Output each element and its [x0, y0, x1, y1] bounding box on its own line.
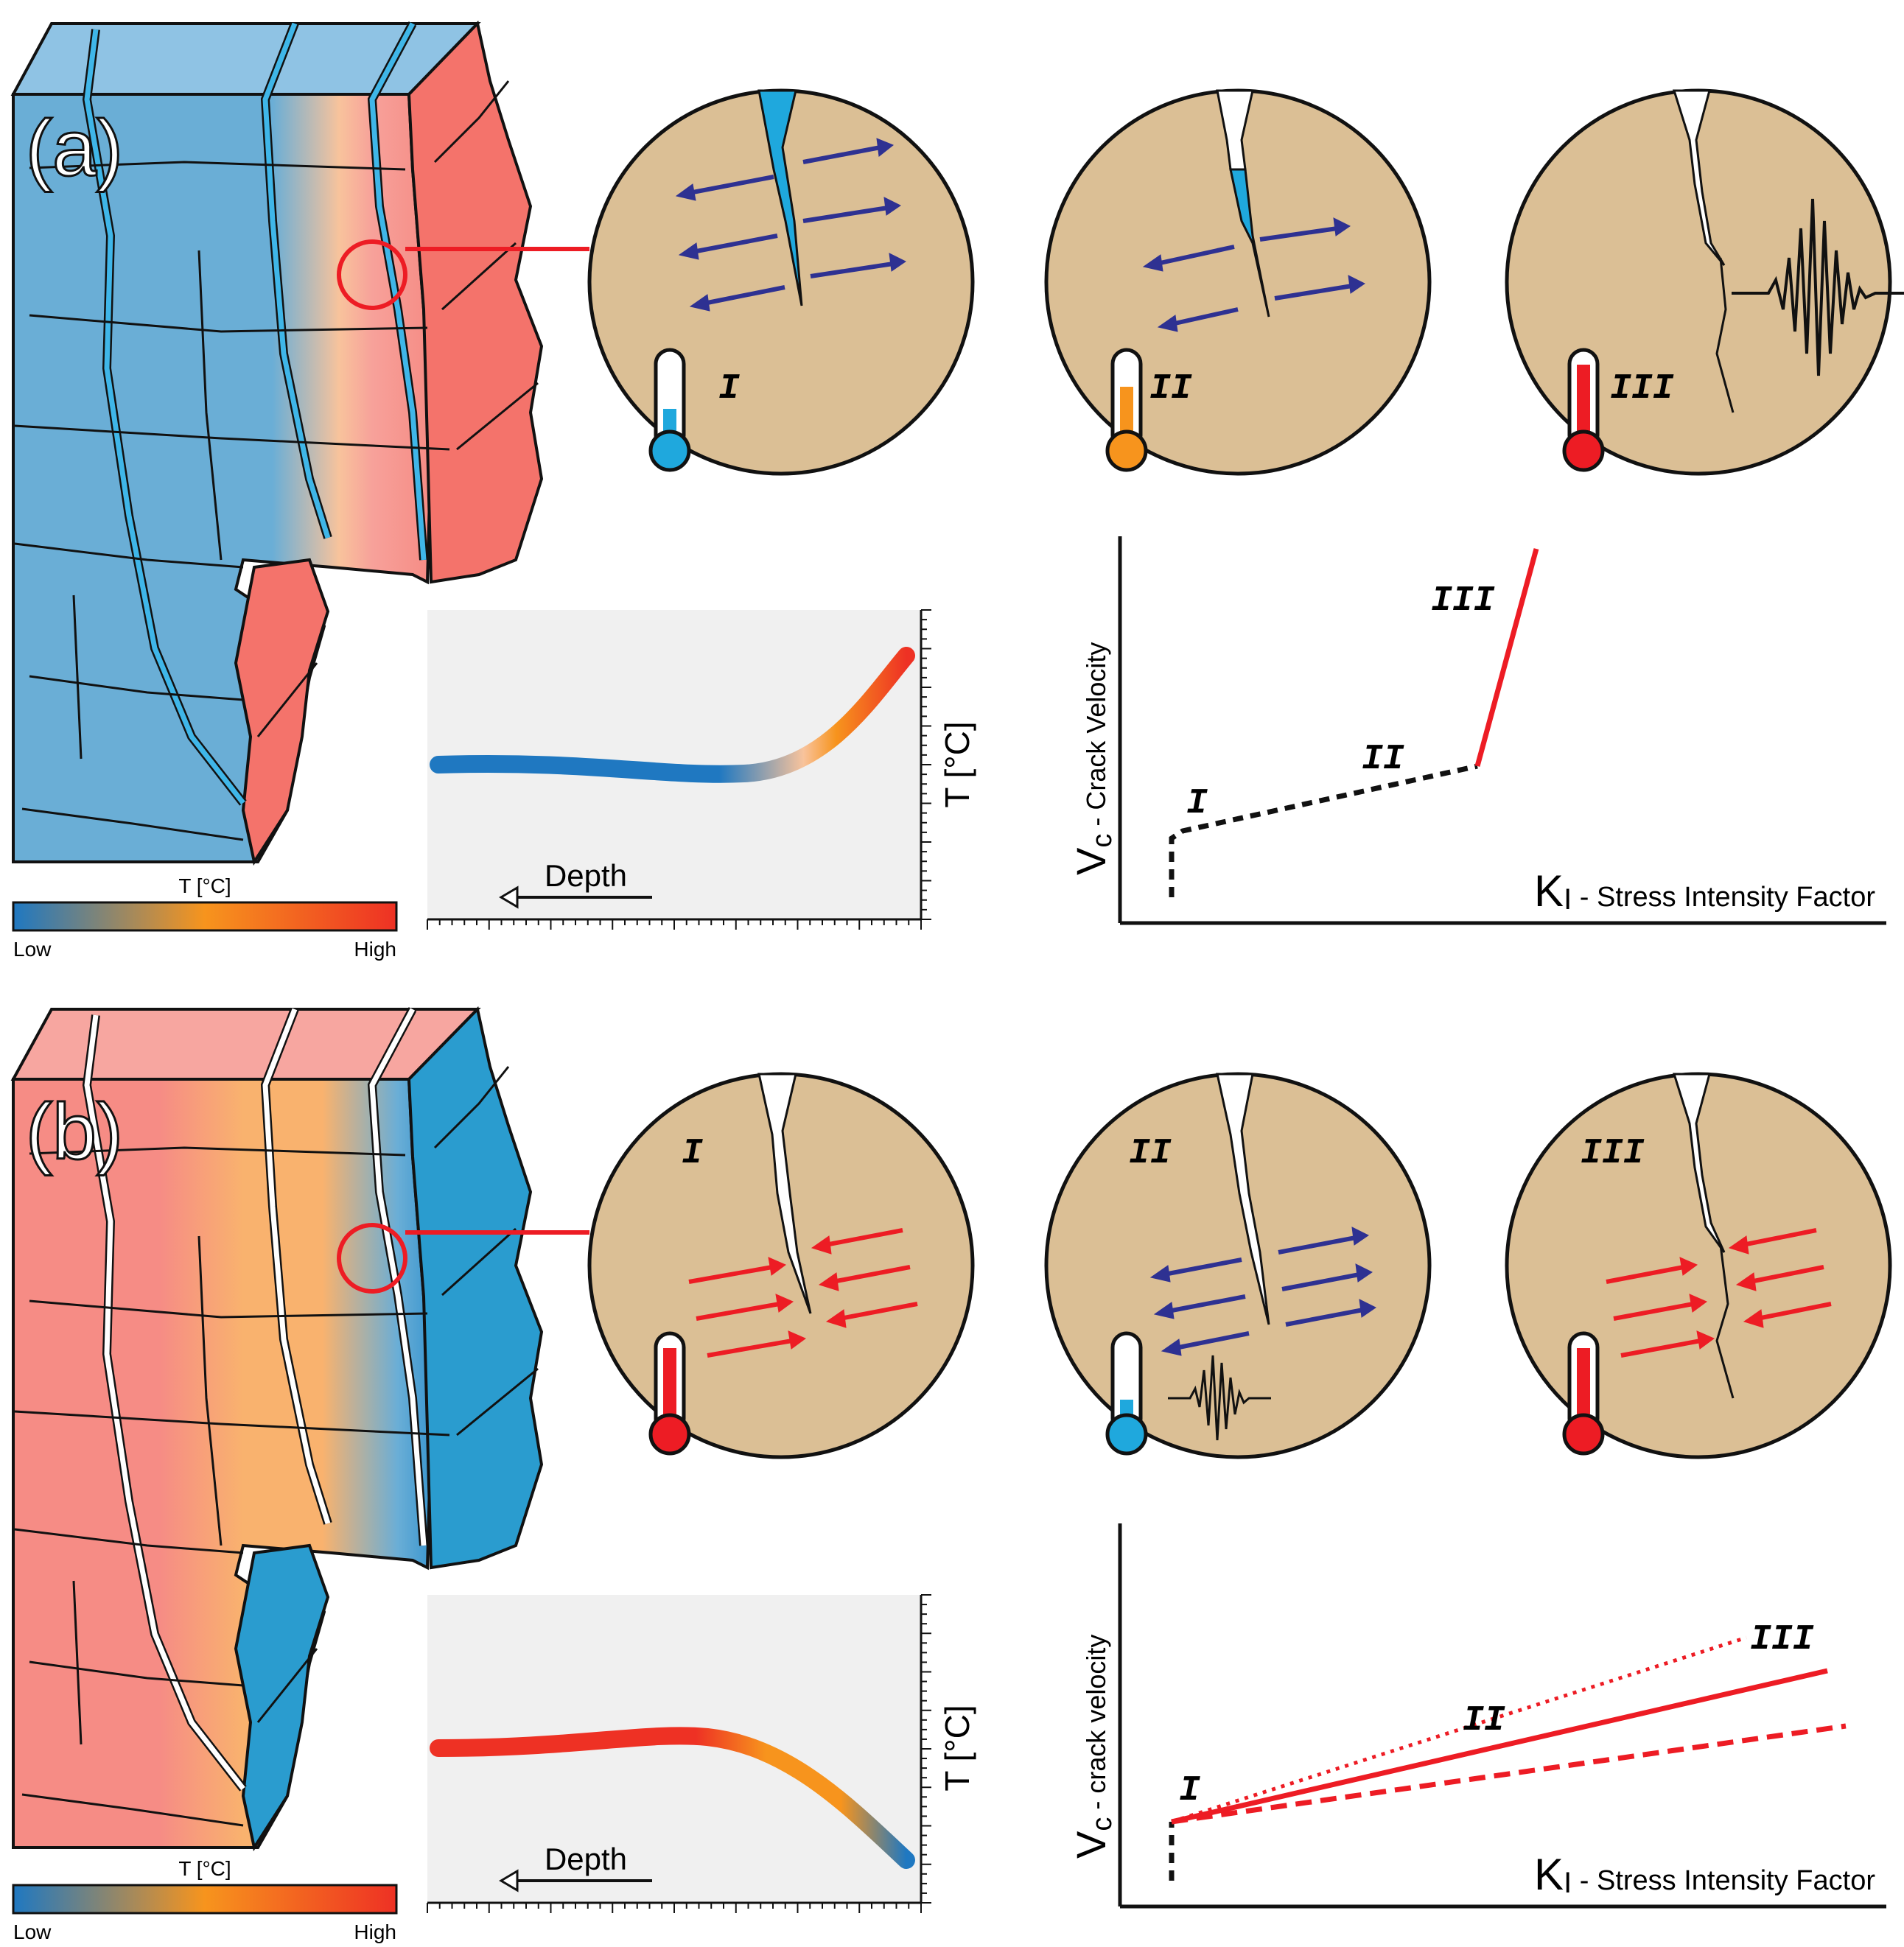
curve-stage-II-solid — [1171, 1668, 1828, 1825]
velocity-plot-a: I II III Vc - Crack Velocity KI - Stress… — [1068, 536, 1886, 925]
tension-arrows — [675, 138, 906, 312]
temp-profile-b: T [°C] Depth — [427, 1594, 976, 1913]
profile-curve — [430, 1727, 915, 1869]
crack-tail — [1715, 1244, 1735, 1399]
crack-water-partial — [1229, 168, 1270, 318]
profile-xlabel: Depth — [545, 858, 627, 893]
profile-xlabel: Depth — [545, 1842, 627, 1876]
colorbar-title: T [°C] — [178, 874, 231, 897]
tension-arrows — [1142, 217, 1365, 332]
block-joints — [14, 1066, 539, 1827]
x-axis-label: KI - Stress Intensity Factor — [1534, 1850, 1875, 1899]
compression-arrows — [1606, 1228, 1832, 1358]
rock-block-a — [10, 20, 544, 866]
circle-b-stage-III: III — [1505, 1072, 1892, 1459]
y-axis-label: Vc - Crack Velocity — [1068, 642, 1118, 875]
circle-a-stage-II: II — [1044, 88, 1432, 476]
curve-stage-I-II — [1169, 763, 1478, 897]
depth-arrow-head — [499, 885, 519, 909]
circle-b-stage-II: II — [1044, 1072, 1432, 1459]
crack-empty — [757, 1073, 812, 1314]
thermometer-icon — [1105, 348, 1148, 472]
compression-arrows — [688, 1228, 918, 1358]
crack-empty — [1216, 1073, 1270, 1325]
stage-label: I — [682, 1134, 703, 1174]
crack-tail — [1715, 257, 1735, 413]
stage-label: I — [718, 369, 740, 409]
thermometer-icon — [1105, 1331, 1148, 1456]
curve-stage-III — [1474, 548, 1539, 767]
stage-label: III — [1581, 1134, 1645, 1174]
velocity-plot-b: I II III Vc - crack velocity KI - Stress… — [1068, 1523, 1886, 1909]
seismic-wave-icon — [1732, 198, 1904, 376]
curve-label-III: III — [1750, 1620, 1814, 1660]
x-axis-label: KI - Stress Intensity Factor — [1534, 866, 1875, 916]
crack-empty — [1672, 89, 1726, 266]
block-front-face — [12, 1078, 433, 1849]
curve-label-II: II — [1463, 1701, 1505, 1741]
circle-a-stage-I: I — [587, 88, 975, 476]
crack-3-fill — [369, 22, 427, 561]
colorbar-a: T [°C] Low High — [12, 874, 398, 961]
block-side-face-hot — [407, 20, 544, 584]
stage-label: II — [1129, 1134, 1172, 1174]
crack-water-filled — [757, 89, 803, 306]
crack-3-open — [369, 1008, 427, 1546]
crack-1-open — [84, 1014, 245, 1791]
circle-a-stage-III: III — [1505, 88, 1904, 476]
colorbar-gradient — [12, 901, 398, 932]
depth-arrow-head — [499, 1869, 519, 1892]
seismic-wave-icon — [1168, 1355, 1271, 1441]
colorbar-gradient — [12, 1884, 398, 1915]
circles-a: I II — [587, 88, 1904, 476]
colorbar-low: Low — [13, 938, 52, 961]
y-axis-label: Vc - crack velocity — [1068, 1635, 1118, 1859]
curve-label-III: III — [1431, 581, 1495, 621]
panel-a: (a) T [°C] Low High T [°C] Depth — [10, 20, 1904, 961]
thermometer-icon — [648, 348, 691, 472]
block-front-face — [12, 93, 433, 863]
curve-label-I: I — [1186, 784, 1208, 824]
colorbar-b: T [°C] Low High — [12, 1857, 398, 1943]
curve-stage-I-dashed — [1171, 1723, 1847, 1825]
curve-stage-III-dotted — [1171, 1635, 1747, 1824]
crack-2-fill — [262, 22, 331, 539]
colorbar-title: T [°C] — [178, 1857, 231, 1880]
circles-b: I II — [587, 1072, 1892, 1459]
block-side-face-cold — [407, 1006, 544, 1570]
panel-label-b: (b) — [26, 1087, 123, 1176]
profile-ylabel: T [°C] — [938, 1705, 976, 1791]
block-lower-fragment — [234, 558, 330, 866]
curve-label-II: II — [1362, 740, 1404, 779]
tension-arrows — [1149, 1227, 1376, 1356]
thermometer-icon — [648, 1331, 691, 1456]
temp-profile-a: T [°C] Depth — [427, 609, 976, 930]
profile-curve — [430, 647, 915, 783]
crack-1-fill — [84, 29, 245, 805]
colorbar-high: High — [354, 1920, 396, 1943]
panel-label-a: (a) — [26, 103, 123, 192]
crack-empty — [1672, 1073, 1726, 1253]
panel-b: (b) T [°C] Low High T [°C] Depth — [10, 1006, 1892, 1943]
stage-label: III — [1610, 369, 1674, 409]
crack-2-open — [262, 1008, 331, 1525]
stage-label: II — [1149, 369, 1192, 409]
colorbar-high: High — [354, 938, 396, 961]
thermometer-icon — [1562, 348, 1605, 472]
thermometer-icon — [1562, 1331, 1605, 1456]
block-joints — [14, 80, 539, 841]
rock-block-b — [10, 1006, 544, 1852]
curve-label-I: I — [1179, 1771, 1200, 1811]
circle-b-stage-I: I — [587, 1072, 975, 1459]
profile-ylabel: T [°C] — [938, 721, 976, 807]
block-lower-fragment — [234, 1543, 330, 1852]
zoom-circle-b — [337, 1223, 407, 1294]
zoom-circle-a — [337, 239, 407, 310]
colorbar-low: Low — [13, 1920, 52, 1943]
